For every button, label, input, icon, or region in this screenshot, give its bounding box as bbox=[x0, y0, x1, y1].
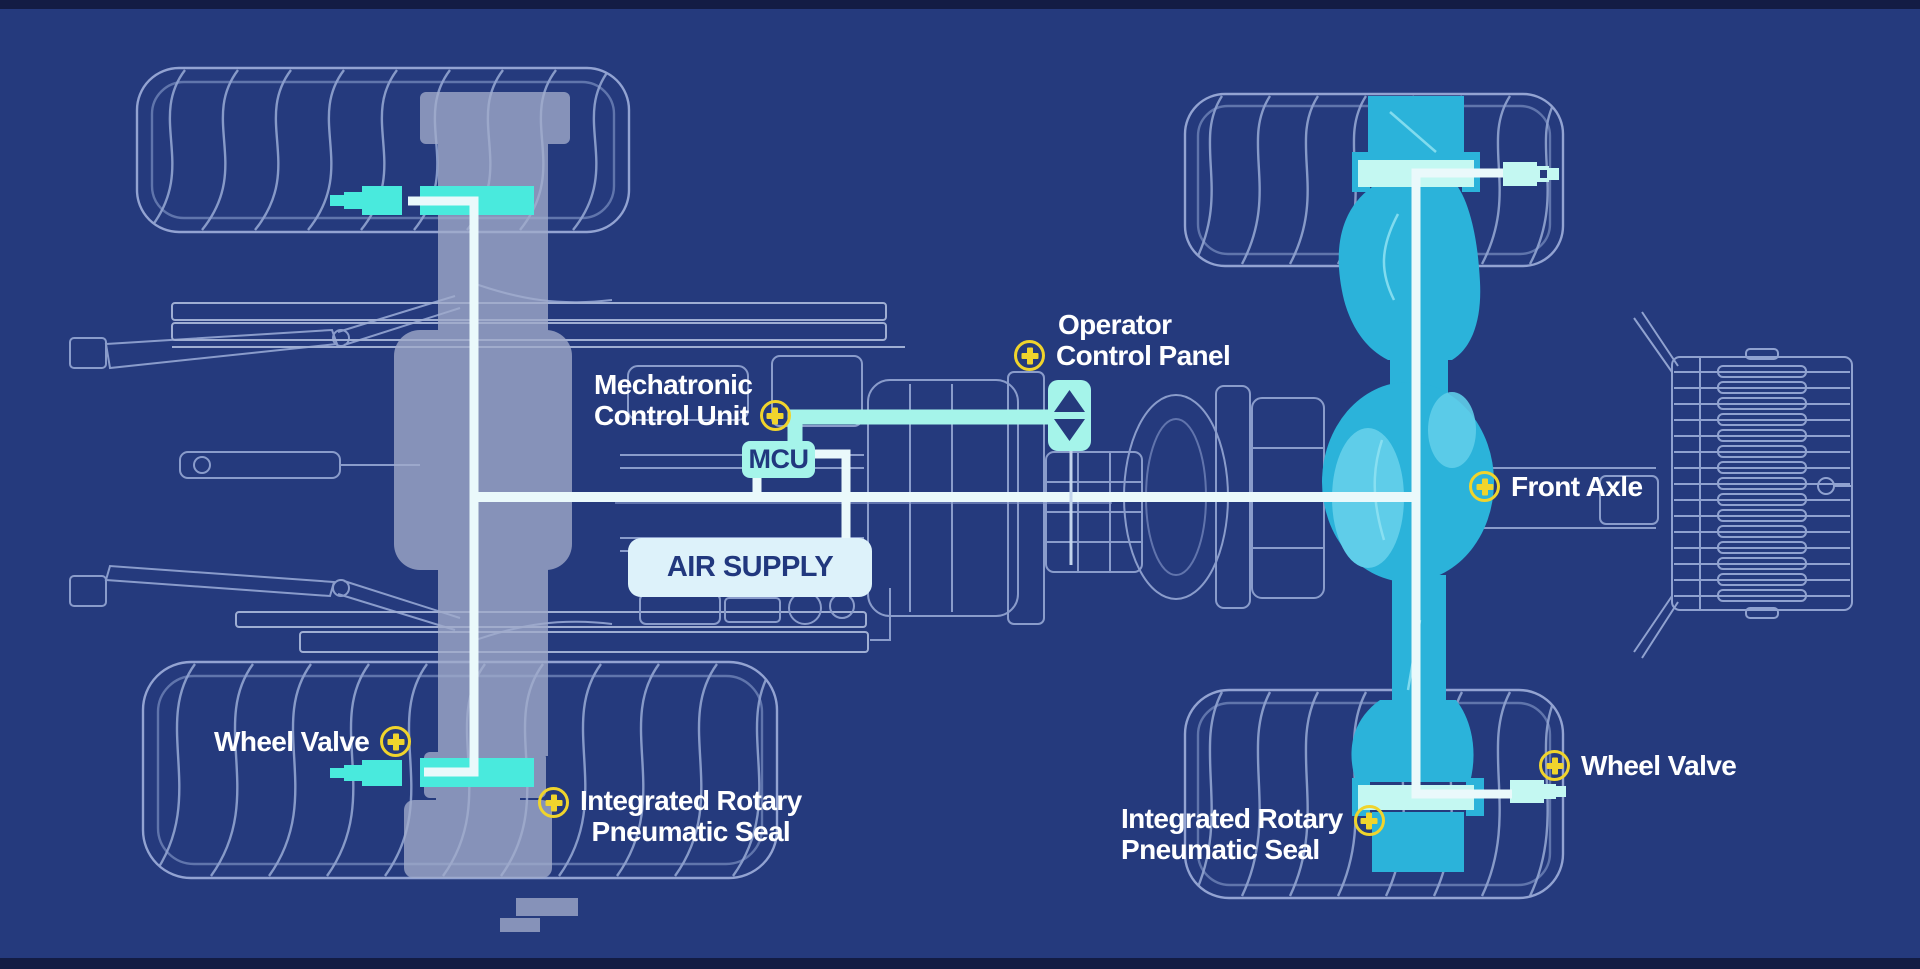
up-arrow-icon bbox=[1054, 390, 1085, 412]
plus-target-icon bbox=[1014, 340, 1045, 371]
panel-to-mcu-line bbox=[787, 409, 1050, 442]
label-seal-left: Integrated Rotary Pneumatic Seal bbox=[538, 785, 802, 847]
mcu-box-label: MCU bbox=[748, 444, 810, 474]
air-lines bbox=[408, 168, 1512, 799]
bottom-edge-bar bbox=[0, 958, 1920, 969]
label-front-axle: Front Axle bbox=[1469, 471, 1643, 502]
plus-target-icon bbox=[1539, 750, 1570, 781]
label-line: Control Unit bbox=[594, 400, 749, 431]
label-line: Front Axle bbox=[1511, 471, 1643, 502]
plus-target-icon bbox=[1353, 805, 1385, 836]
front-right-hub-top bbox=[1358, 160, 1559, 187]
down-arrow-icon bbox=[1054, 419, 1085, 441]
plus-target-icon bbox=[759, 400, 791, 431]
air-supply-box: AIR SUPPLY bbox=[628, 538, 872, 597]
plus-target-icon bbox=[538, 787, 569, 818]
label-line: Pneumatic Seal bbox=[591, 816, 791, 847]
label-line: Integrated Rotary bbox=[1121, 803, 1343, 834]
label-mechatronic-control-unit: Mechatronic Control Unit bbox=[594, 369, 791, 431]
operator-panel-icon bbox=[1048, 380, 1091, 451]
mcu-to-air-supply-line bbox=[813, 449, 851, 540]
label-wheel-valve-right: Wheel Valve bbox=[1539, 750, 1737, 781]
label-line: Pneumatic Seal bbox=[1121, 834, 1320, 865]
label-line: Control Panel bbox=[1056, 340, 1231, 371]
front-axle-silhouette bbox=[1322, 96, 1494, 872]
front-weight-block bbox=[1633, 311, 1853, 659]
plus-target-icon bbox=[380, 726, 412, 757]
rear-air-line bbox=[408, 196, 479, 777]
label-line: Mechatronic bbox=[594, 369, 753, 400]
label-wheel-valve-left: Wheel Valve bbox=[214, 726, 412, 757]
top-edge-bar bbox=[0, 0, 1920, 9]
mcu-box: MCU bbox=[742, 441, 815, 478]
label-seal-right: Integrated Rotary Pneumatic Seal bbox=[1121, 803, 1385, 865]
front-air-line bbox=[1411, 168, 1512, 799]
label-line: Operator bbox=[1058, 309, 1172, 340]
label-operator-control-panel: Operator Control Panel bbox=[1014, 309, 1231, 371]
air-supply-box-label: AIR SUPPLY bbox=[666, 551, 834, 583]
plus-target-icon bbox=[1469, 471, 1500, 502]
label-line: Wheel Valve bbox=[1581, 750, 1737, 781]
label-line: Wheel Valve bbox=[214, 726, 370, 757]
label-line: Integrated Rotary bbox=[580, 785, 802, 816]
